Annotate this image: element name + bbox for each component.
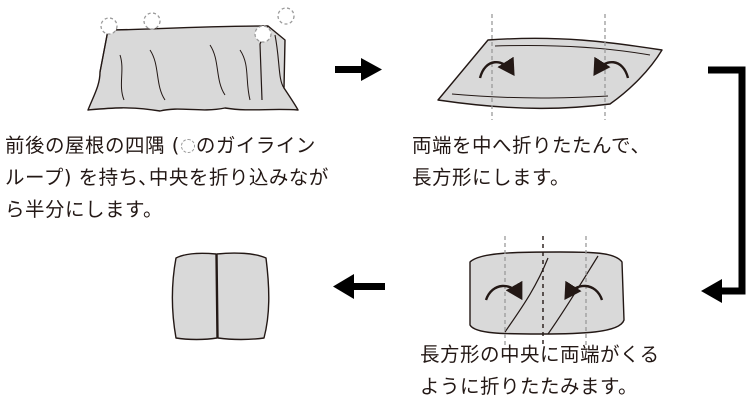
step2-caption-line2: 長方形にします。 <box>412 166 571 189</box>
step3-caption: 長方形の中央に両端がくる ように折りたたみます。 <box>420 339 660 403</box>
left-arrow-icon <box>333 274 385 299</box>
dashed-circle-icon <box>180 139 195 153</box>
right-arrow-icon <box>335 58 382 81</box>
dashed-circle-icon <box>100 7 295 43</box>
folded-result-illustration <box>171 252 270 341</box>
step1-caption-line3: ら半分にします。 <box>5 198 164 221</box>
fold-arrow-icon <box>593 56 630 79</box>
fold-arrow-icon <box>478 56 515 79</box>
step1-caption: 前後の屋根の四隅 ( のガイライン ループ) を持ち､中央を折り込みなが ら半分に… <box>5 130 329 226</box>
step2-caption-line1: 両端を中へ折りたたんで､ <box>412 134 642 157</box>
tent-illustration <box>87 25 299 112</box>
step1-caption-line2: ループ) を持ち､中央を折り込みなが <box>5 166 329 189</box>
fold-center-illustration <box>469 251 625 335</box>
step1-caption-line1a: 前後の屋根の四隅 ( <box>5 134 180 157</box>
step3-caption-line1: 長方形の中央に両端がくる <box>420 343 660 366</box>
step1-caption-line1b: のガイライン <box>195 134 316 157</box>
fold-ends-illustration <box>437 37 663 110</box>
fold-arrow-icon <box>484 280 523 301</box>
fold-arrow-icon <box>564 280 604 301</box>
step3-caption-line2: ように折りたたみます。 <box>420 375 639 398</box>
bracket-arrow-icon <box>701 66 746 303</box>
fold-guide-line <box>504 236 587 346</box>
step2-caption: 両端を中へ折りたたんで､ 長方形にします。 <box>412 130 641 194</box>
